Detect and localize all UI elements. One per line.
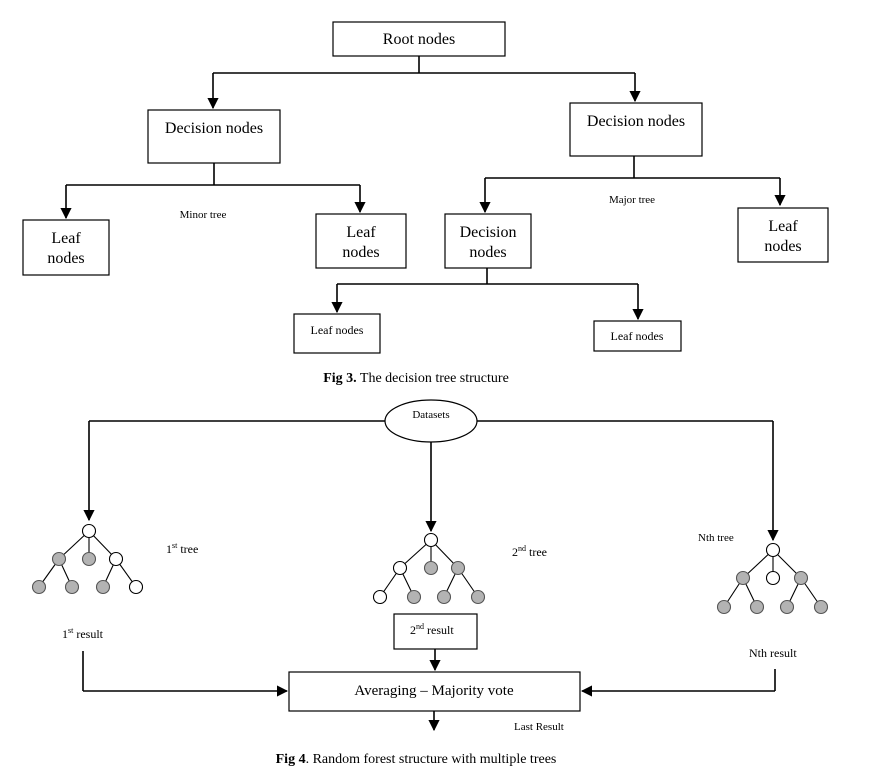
tree-node: [793, 570, 809, 586]
result1-label: 1st result: [62, 626, 104, 641]
decision-node-right-box: [569, 102, 703, 157]
leaf-node-minor-right-line2: nodes: [342, 244, 379, 261]
tree-node: [436, 589, 452, 605]
tree-node: [95, 579, 111, 595]
tree-node: [470, 589, 486, 605]
tree-node: [372, 589, 388, 605]
tree-node: [765, 570, 781, 586]
datasets-label: Datasets: [412, 409, 449, 421]
decision-node-inner-line2: nodes: [469, 244, 506, 261]
tree1-graphic: [31, 523, 144, 595]
fig4-random-forest: Datasets 1st tree: [31, 399, 829, 767]
fig3-caption: Fig 3. The decision tree structure: [323, 371, 509, 386]
leaf-node-bottom-left-box: [293, 313, 381, 354]
leaf-node-major-right-box: [737, 207, 829, 263]
result2-box: [393, 613, 478, 650]
fig4-caption-bold: Fig 4: [276, 752, 306, 767]
tree-node: [392, 560, 408, 576]
tree-node: [108, 551, 124, 567]
datasets-ellipse: [384, 399, 478, 443]
decision-node-left-label: Decision nodes: [165, 120, 263, 137]
leaf-node-bottom-right-label: Leaf nodes: [611, 329, 664, 343]
leaf-node-minor-right-box: [315, 213, 407, 269]
tree-node: [716, 599, 732, 615]
decision-node-inner-box: [444, 213, 532, 269]
fig3-caption-rest: The decision tree structure: [357, 371, 509, 386]
tree-node: [749, 599, 765, 615]
decision-node-inner-line1: Decision: [460, 224, 517, 241]
fig3-caption-bold: Fig 3.: [323, 371, 356, 386]
tree-node: [64, 579, 80, 595]
tree-node: [81, 551, 97, 567]
tree-node: [813, 599, 829, 615]
leaf-node-bottom-left-label: Leaf nodes: [311, 323, 364, 337]
tree-node: [423, 532, 439, 548]
tree2-label: 2nd tree: [512, 544, 547, 559]
tree1-label: 1st tree: [166, 541, 198, 556]
leaf-node-left-line1: Leaf: [51, 230, 81, 247]
tree-node: [406, 589, 422, 605]
decision-node-right-label: Decision nodes: [587, 113, 685, 130]
averaging-label: Averaging – Majority vote: [354, 683, 514, 699]
treen-graphic: [716, 542, 829, 615]
tree-node: [735, 570, 751, 586]
leaf-node-left-box: [22, 219, 110, 276]
last-result-label: Last Result: [514, 721, 564, 733]
result2-label: 2nd result: [410, 622, 454, 637]
major-tree-label: Major tree: [609, 194, 655, 206]
tree-node: [128, 579, 144, 595]
tree-node: [423, 560, 439, 576]
tree-node: [450, 560, 466, 576]
leaf-node-major-right-line1: Leaf: [768, 218, 798, 235]
tree-node: [765, 542, 781, 558]
resultn-label: Nth result: [749, 646, 797, 660]
fig3-decision-tree: Root nodes Decision nodes Decision nodes…: [22, 21, 829, 386]
root-node-label: Root nodes: [383, 31, 455, 48]
tree2-graphic: [372, 532, 486, 605]
leaf-node-minor-right-line1: Leaf: [346, 224, 376, 241]
tree-node: [51, 551, 67, 567]
fig4-caption-rest: . Random forest structure with multiple …: [306, 752, 557, 767]
tree-node: [31, 579, 47, 595]
leaf-node-major-right-line2: nodes: [764, 238, 801, 255]
tree-node: [779, 599, 795, 615]
leaf-node-bottom-right-box: [593, 320, 682, 352]
fig4-caption: Fig 4. Random forest structure with mult…: [276, 752, 557, 767]
tree-node: [81, 523, 97, 539]
root-node-box: [332, 21, 506, 57]
minor-tree-label: Minor tree: [180, 209, 227, 221]
leaf-node-left-line2: nodes: [47, 250, 84, 267]
treen-label: Nth tree: [698, 532, 734, 544]
averaging-box: [288, 671, 581, 712]
